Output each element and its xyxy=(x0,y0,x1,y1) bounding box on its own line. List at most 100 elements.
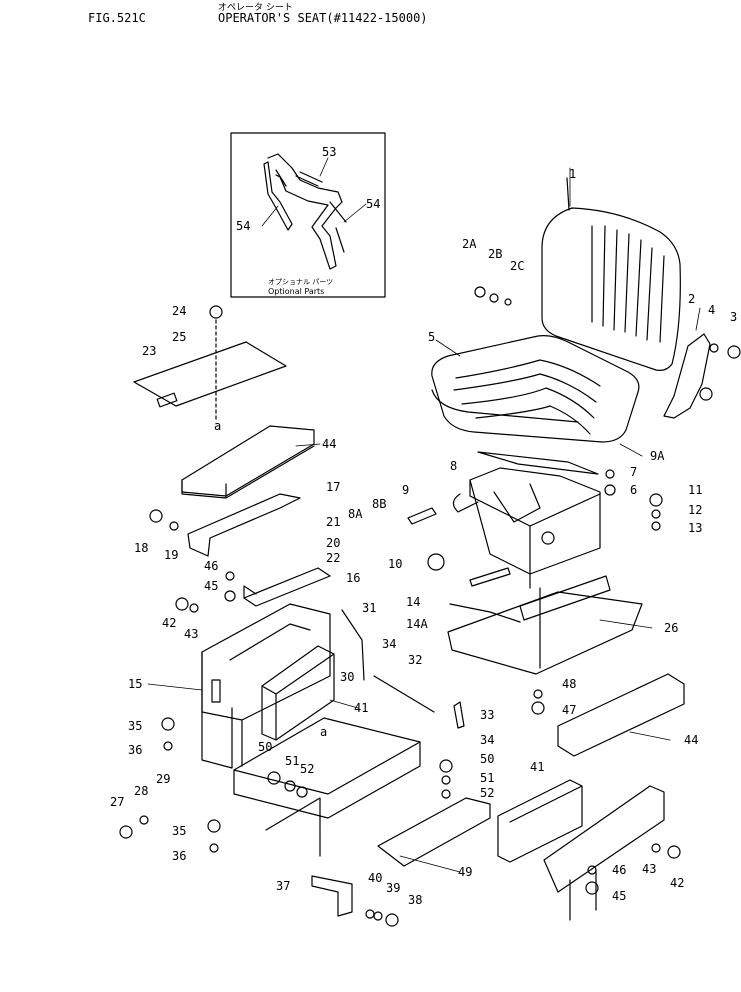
callout-53: 53 xyxy=(322,145,336,159)
seat-suspension-base xyxy=(452,451,601,589)
lever-33 xyxy=(453,701,465,729)
title-japanese: オペレータ シート xyxy=(218,3,293,13)
caption-optional-japanese: オプショナル パーツ xyxy=(268,278,333,286)
callout-37: 37 xyxy=(276,879,290,893)
callout-33: 33 xyxy=(480,708,494,722)
inset-frame xyxy=(230,132,386,298)
callout-31: 31 xyxy=(362,601,376,615)
callout-9: 9 xyxy=(402,483,409,497)
callout-24: 24 xyxy=(172,304,186,318)
armrest-cushion-left xyxy=(261,645,335,741)
lever-rod xyxy=(341,609,365,681)
callout-42-left: 42 xyxy=(162,616,176,630)
callout-36-lower: 36 xyxy=(172,849,186,863)
callout-51-right: 51 xyxy=(480,771,494,785)
callout-48: 48 xyxy=(562,677,576,691)
callout-2: 2 xyxy=(688,292,695,306)
lower-tray xyxy=(233,717,421,857)
seat-base-box xyxy=(201,603,331,769)
callout-20: 20 xyxy=(326,536,340,550)
callout-18: 18 xyxy=(134,541,148,555)
callout-23: 23 xyxy=(142,344,156,358)
callout-3: 3 xyxy=(730,310,737,324)
armrest-cushion-right xyxy=(497,673,685,863)
callout-29: 29 xyxy=(156,772,170,786)
callout-43-right: 43 xyxy=(642,862,656,876)
lower-bracket xyxy=(311,875,353,917)
callout-15: 15 xyxy=(128,677,142,691)
callout-44-upper: 44 xyxy=(322,437,336,451)
adjust-lever xyxy=(407,507,437,525)
callout-34-lower: 34 xyxy=(480,733,494,747)
callout-54-right: 54 xyxy=(366,197,380,211)
callout-2C: 2C xyxy=(510,259,524,273)
callout-52-left: 52 xyxy=(300,762,314,776)
callout-41-right: 41 xyxy=(530,760,544,774)
callout-28: 28 xyxy=(134,784,148,798)
callout-40: 40 xyxy=(368,871,382,885)
callout-39: 39 xyxy=(386,881,400,895)
callout-1: 1 xyxy=(569,167,576,181)
callout-41-center: 41 xyxy=(354,701,368,715)
callout-54-left: 54 xyxy=(236,219,250,233)
figure-number: FIG.521C xyxy=(88,11,146,25)
callout-30: 30 xyxy=(340,670,354,684)
callout-5: 5 xyxy=(428,330,435,344)
callout-51-left: 51 xyxy=(285,754,299,768)
callout-14: 14 xyxy=(406,595,420,609)
callout-8B: 8B xyxy=(372,497,386,511)
callout-a-upper: a xyxy=(214,419,221,433)
slide-rail-assembly xyxy=(447,567,643,675)
callout-8: 8 xyxy=(450,459,457,473)
callout-14A: 14A xyxy=(406,617,428,631)
hardware-fasteners xyxy=(119,286,741,927)
callout-25: 25 xyxy=(172,330,186,344)
callout-43-left: 43 xyxy=(184,627,198,641)
callout-45-right: 45 xyxy=(612,889,626,903)
callout-47: 47 xyxy=(562,703,576,717)
callout-11: 11 xyxy=(688,483,702,497)
caption-optional-parts: Optional Parts xyxy=(268,287,324,296)
callout-35-upper: 35 xyxy=(128,719,142,733)
callout-32: 32 xyxy=(408,653,422,667)
callout-12: 12 xyxy=(688,503,702,517)
callout-labels: 1 2 2A 2B 2C 3 4 5 6 7 8 8A 8B 9 9A 10 1… xyxy=(110,145,737,907)
callout-9A: 9A xyxy=(650,449,665,463)
callout-49: 49 xyxy=(458,865,472,879)
callout-36-upper: 36 xyxy=(128,743,142,757)
seat-back xyxy=(541,177,681,371)
callout-10: 10 xyxy=(388,557,402,571)
cover-plate-16 xyxy=(243,567,331,607)
callout-21: 21 xyxy=(326,515,340,529)
bottom-plate xyxy=(377,797,491,867)
leader-lines xyxy=(147,157,701,873)
callout-4: 4 xyxy=(708,303,715,317)
callout-46-right: 46 xyxy=(612,863,626,877)
callout-27: 27 xyxy=(110,795,124,809)
recline-lever-plate xyxy=(663,333,711,419)
callout-34-upper: 34 xyxy=(382,637,396,651)
callout-17: 17 xyxy=(326,480,340,494)
rod xyxy=(373,675,435,713)
callout-38: 38 xyxy=(408,893,422,907)
callout-8A: 8A xyxy=(348,507,363,521)
callout-13: 13 xyxy=(688,521,702,535)
cover-plate xyxy=(133,341,287,408)
callout-7: 7 xyxy=(630,465,637,479)
callout-35-lower: 35 xyxy=(172,824,186,838)
callout-22: 22 xyxy=(326,551,340,565)
callout-2B: 2B xyxy=(488,247,502,261)
callout-26: 26 xyxy=(664,621,678,635)
armrest-bracket-right xyxy=(543,785,665,921)
figure-title: OPERATOR'S SEAT(#11422-15000) xyxy=(218,11,428,25)
armrest-cushion-upper xyxy=(181,425,315,499)
adjust-knob xyxy=(427,553,445,571)
callout-44-right: 44 xyxy=(684,733,698,747)
seat-cushion xyxy=(431,335,640,443)
callout-6: 6 xyxy=(630,483,637,497)
callout-42-right: 42 xyxy=(670,876,684,890)
callout-a-lower: a xyxy=(320,725,327,739)
callout-46-left: 46 xyxy=(204,559,218,573)
callout-2A: 2A xyxy=(462,237,477,251)
